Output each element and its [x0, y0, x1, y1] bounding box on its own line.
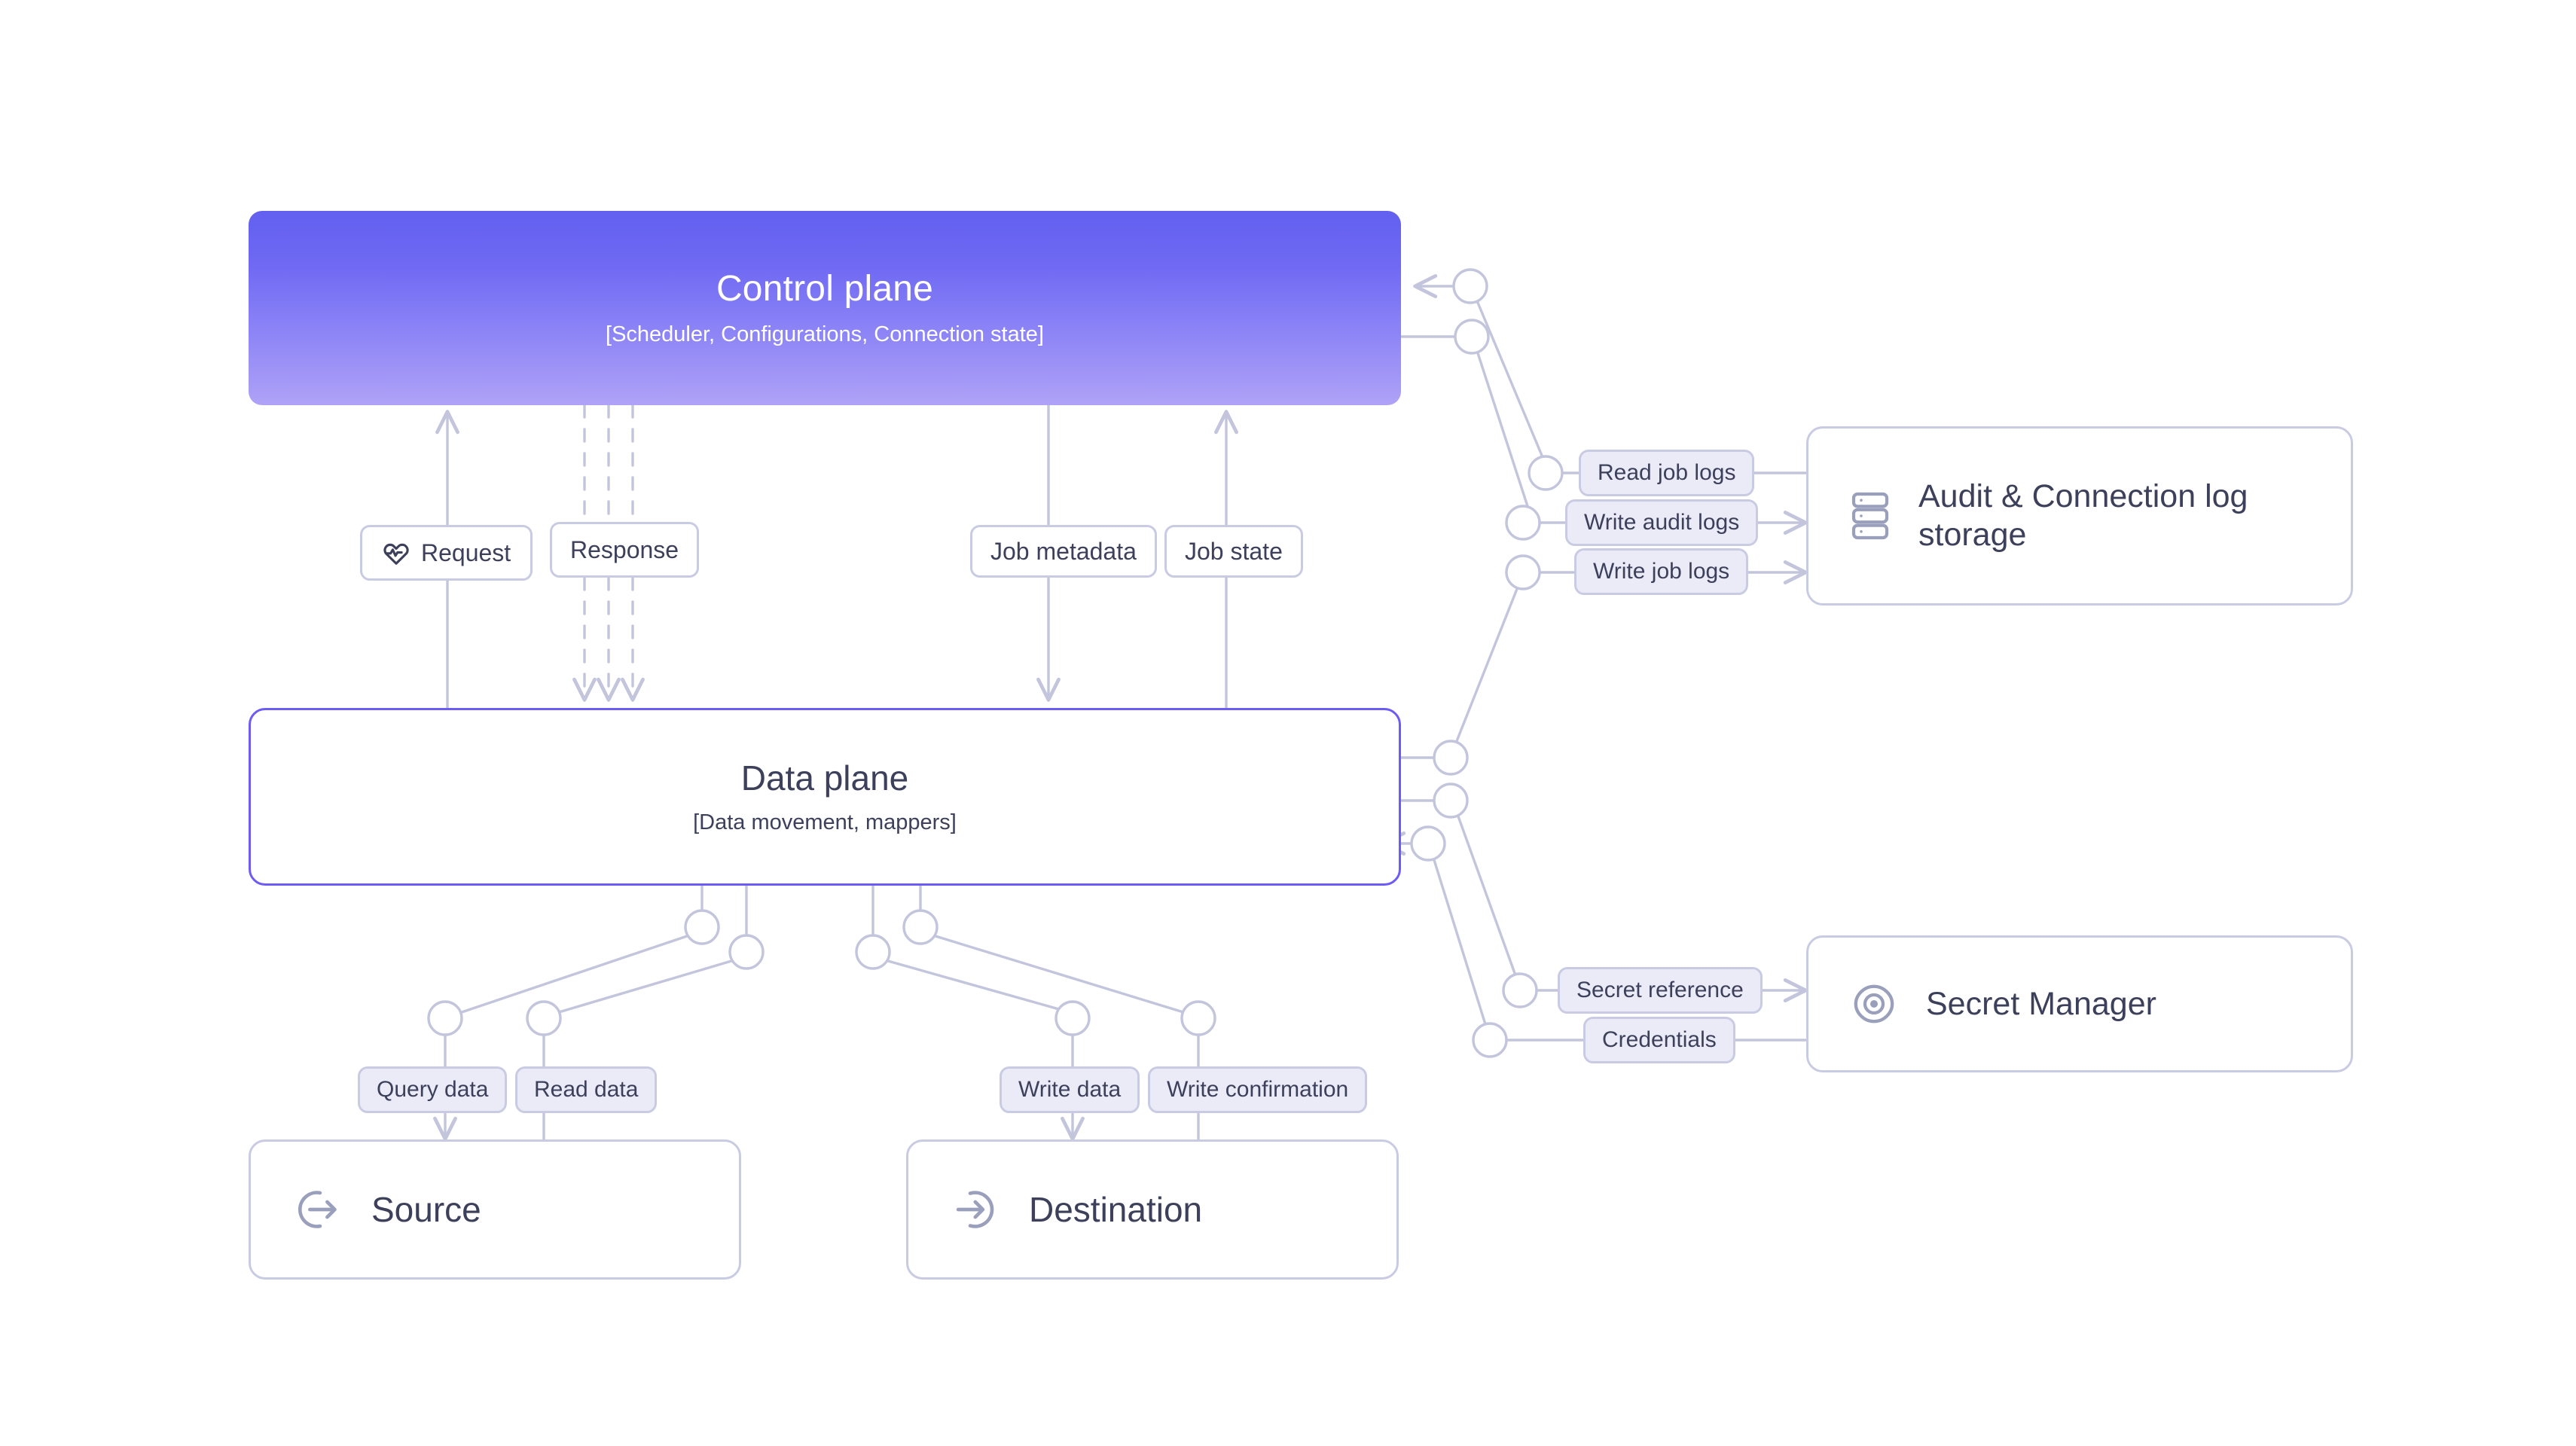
edge-label-response[interactable]: Response — [550, 522, 700, 578]
edge-label-read-data[interactable]: Read data — [515, 1066, 658, 1113]
source-label: Source — [371, 1190, 481, 1229]
data-plane-subtitle: [Data movement, mappers] — [693, 810, 957, 834]
audit-log-storage-label: Audit & Connection log storage — [1918, 478, 2248, 553]
edge-label-job-metadata-text: Job metadata — [990, 538, 1137, 565]
edge-label-write-data-text: Write data — [1018, 1077, 1122, 1102]
edge-label-secret-reference-text: Secret reference — [1576, 978, 1744, 1002]
edge-label-write-data[interactable]: Write data — [1000, 1066, 1140, 1113]
destination-node[interactable]: Destination — [906, 1139, 1399, 1280]
audit-log-storage-node[interactable]: Audit & Connection log storage — [1806, 426, 2353, 606]
edge-label-secret-reference[interactable]: Secret reference — [1558, 967, 1763, 1014]
edge-label-job-state[interactable]: Job state — [1164, 525, 1303, 578]
edge-label-job-metadata[interactable]: Job metadata — [970, 525, 1157, 578]
source-node[interactable]: Source — [249, 1139, 741, 1280]
edge-label-request[interactable]: Request — [360, 525, 533, 581]
heart-pulse-icon — [383, 543, 409, 565]
control-plane-title: Control plane — [716, 268, 934, 309]
edge-label-write-confirmation-text: Write confirmation — [1167, 1077, 1349, 1102]
edge-label-read-job-logs-text: Read job logs — [1598, 460, 1736, 485]
edge-label-job-state-text: Job state — [1185, 538, 1283, 565]
edge-label-write-audit-logs-text: Write audit logs — [1584, 510, 1740, 535]
edge-label-query-data-text: Query data — [377, 1077, 489, 1102]
arrow-in-circle-icon — [956, 1191, 994, 1228]
edge-label-read-job-logs[interactable]: Read job logs — [1579, 450, 1755, 496]
secret-manager-label: Secret Manager — [1926, 985, 2156, 1022]
data-plane-title: Data plane — [740, 758, 909, 798]
control-plane-subtitle: [Scheduler, Configurations, Connection s… — [606, 322, 1044, 346]
arrow-out-circle-icon — [298, 1191, 337, 1228]
edge-label-write-job-logs[interactable]: Write job logs — [1574, 548, 1749, 595]
destination-label: Destination — [1029, 1190, 1203, 1229]
edge-label-write-job-logs-text: Write job logs — [1593, 559, 1730, 584]
edge-label-query-data[interactable]: Query data — [358, 1066, 508, 1113]
data-plane-node[interactable]: Data plane [Data movement, mappers] — [249, 708, 1401, 886]
edge-label-read-data-text: Read data — [534, 1077, 639, 1102]
edge-label-response-text: Response — [570, 536, 679, 563]
edge-label-credentials-text: Credentials — [1602, 1027, 1717, 1052]
edge-label-write-confirmation[interactable]: Write confirmation — [1148, 1066, 1368, 1113]
secret-manager-node[interactable]: Secret Manager — [1806, 935, 2353, 1072]
edge-label-request-text: Request — [421, 539, 511, 566]
edge-label-credentials[interactable]: Credentials — [1583, 1017, 1735, 1063]
eye-scan-icon — [1854, 984, 1894, 1023]
edge-label-write-audit-logs[interactable]: Write audit logs — [1565, 499, 1759, 546]
database-stack-icon — [1851, 492, 1889, 540]
control-plane-node[interactable]: Control plane [Scheduler, Configurations… — [249, 211, 1401, 405]
